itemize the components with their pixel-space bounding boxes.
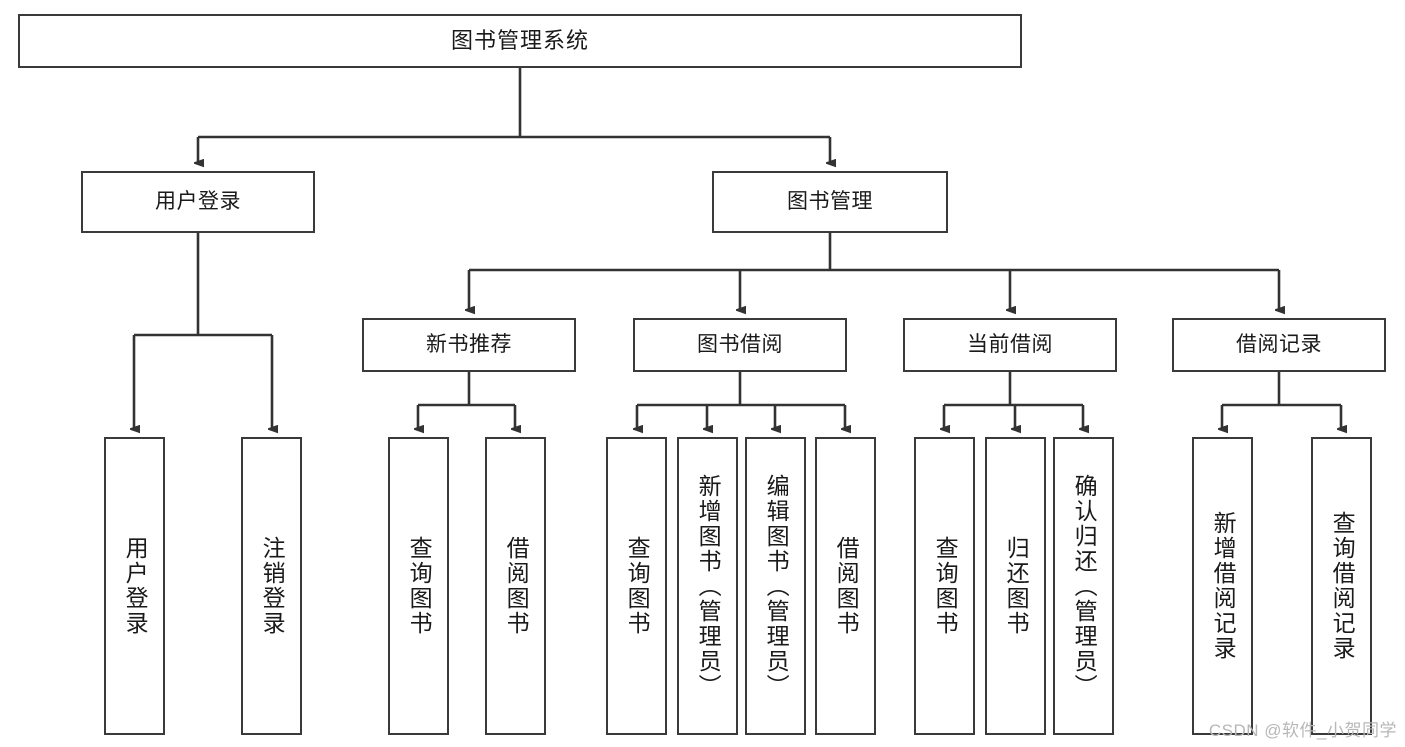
leaf-confirm-return-admin-label: 确认归还（管理员） [1071,473,1098,699]
leaf-user-login-label: 用户登录 [122,536,149,636]
leaf-borrow-book-newbook[interactable]: 借阅图书 [485,437,546,735]
node-current-borrow-label: 当前借阅 [967,332,1053,356]
node-book-borrow-label: 图书借阅 [697,332,783,356]
leaf-query-borrow-record[interactable]: 查询借阅记录 [1311,437,1372,735]
leaf-edit-book-admin[interactable]: 编辑图书（管理员） [745,437,806,735]
node-borrow-record-label: 借阅记录 [1236,332,1322,356]
leaf-query-borrow-record-label: 查询借阅记录 [1329,511,1356,661]
node-user-login[interactable]: 用户登录 [81,171,315,233]
leaf-add-borrow-record[interactable]: 新增借阅记录 [1192,437,1253,735]
leaf-return-book-label: 归还图书 [1003,536,1030,636]
leaf-user-login[interactable]: 用户登录 [104,437,165,735]
leaf-borrow-book[interactable]: 借阅图书 [815,437,876,735]
csdn-watermark: CSDN @软件_小贺同学 [1208,721,1397,740]
node-borrow-record[interactable]: 借阅记录 [1172,318,1386,372]
leaf-add-book-admin-label: 新增图书（管理员） [695,473,722,699]
leaf-borrow-book-newbook-label: 借阅图书 [503,536,530,636]
leaf-query-book-newbook-label: 查询图书 [406,536,433,636]
leaf-confirm-return-admin[interactable]: 确认归还（管理员） [1053,437,1114,735]
node-book-management[interactable]: 图书管理 [712,171,948,233]
leaf-edit-book-admin-label: 编辑图书（管理员） [763,473,790,699]
leaf-logout-label: 注销登录 [259,536,286,636]
leaf-borrow-book-label: 借阅图书 [833,536,860,636]
leaf-return-book[interactable]: 归还图书 [985,437,1046,735]
leaf-query-book-borrow[interactable]: 查询图书 [606,437,667,735]
node-new-book-recommend-label: 新书推荐 [426,332,512,356]
node-user-login-label: 用户登录 [155,189,241,213]
leaf-query-book-current[interactable]: 查询图书 [914,437,975,735]
node-root-system[interactable]: 图书管理系统 [18,14,1022,68]
leaf-add-borrow-record-label: 新增借阅记录 [1210,511,1237,661]
leaf-logout[interactable]: 注销登录 [241,437,302,735]
node-new-book-recommend[interactable]: 新书推荐 [362,318,576,372]
leaf-add-book-admin[interactable]: 新增图书（管理员） [677,437,738,735]
leaf-query-book-newbook[interactable]: 查询图书 [388,437,449,735]
node-book-management-label: 图书管理 [787,189,873,213]
leaf-query-book-current-label: 查询图书 [932,536,959,636]
leaf-query-book-borrow-label: 查询图书 [624,536,651,636]
node-root-system-label: 图书管理系统 [450,28,589,54]
node-book-borrow[interactable]: 图书借阅 [633,318,847,372]
node-current-borrow[interactable]: 当前借阅 [903,318,1117,372]
